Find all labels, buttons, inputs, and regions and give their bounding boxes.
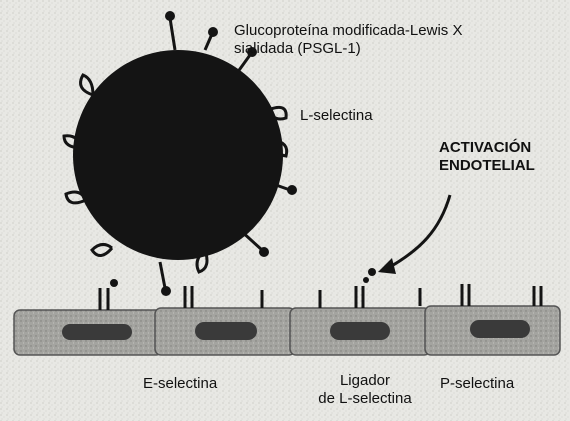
leukocyte-body xyxy=(73,50,283,260)
label-activation-line1: ACTIVACIÓN xyxy=(439,139,531,156)
label-glycoprotein-line2: sialidada (PSGL-1) xyxy=(234,40,361,57)
label-activation-line2: ENDOTELIAL xyxy=(439,157,535,174)
label-glycoprotein-line1: Glucoproteína modificada-Lewis X xyxy=(234,22,462,39)
label-p-selectin: P-selectina xyxy=(440,375,514,392)
label-l-selectin: L-selectina xyxy=(300,107,373,124)
label-ligand-line2: de L-selectina xyxy=(300,390,430,407)
label-e-selectin: E-selectina xyxy=(143,375,217,392)
label-ligand-line1: Ligador xyxy=(310,372,420,389)
